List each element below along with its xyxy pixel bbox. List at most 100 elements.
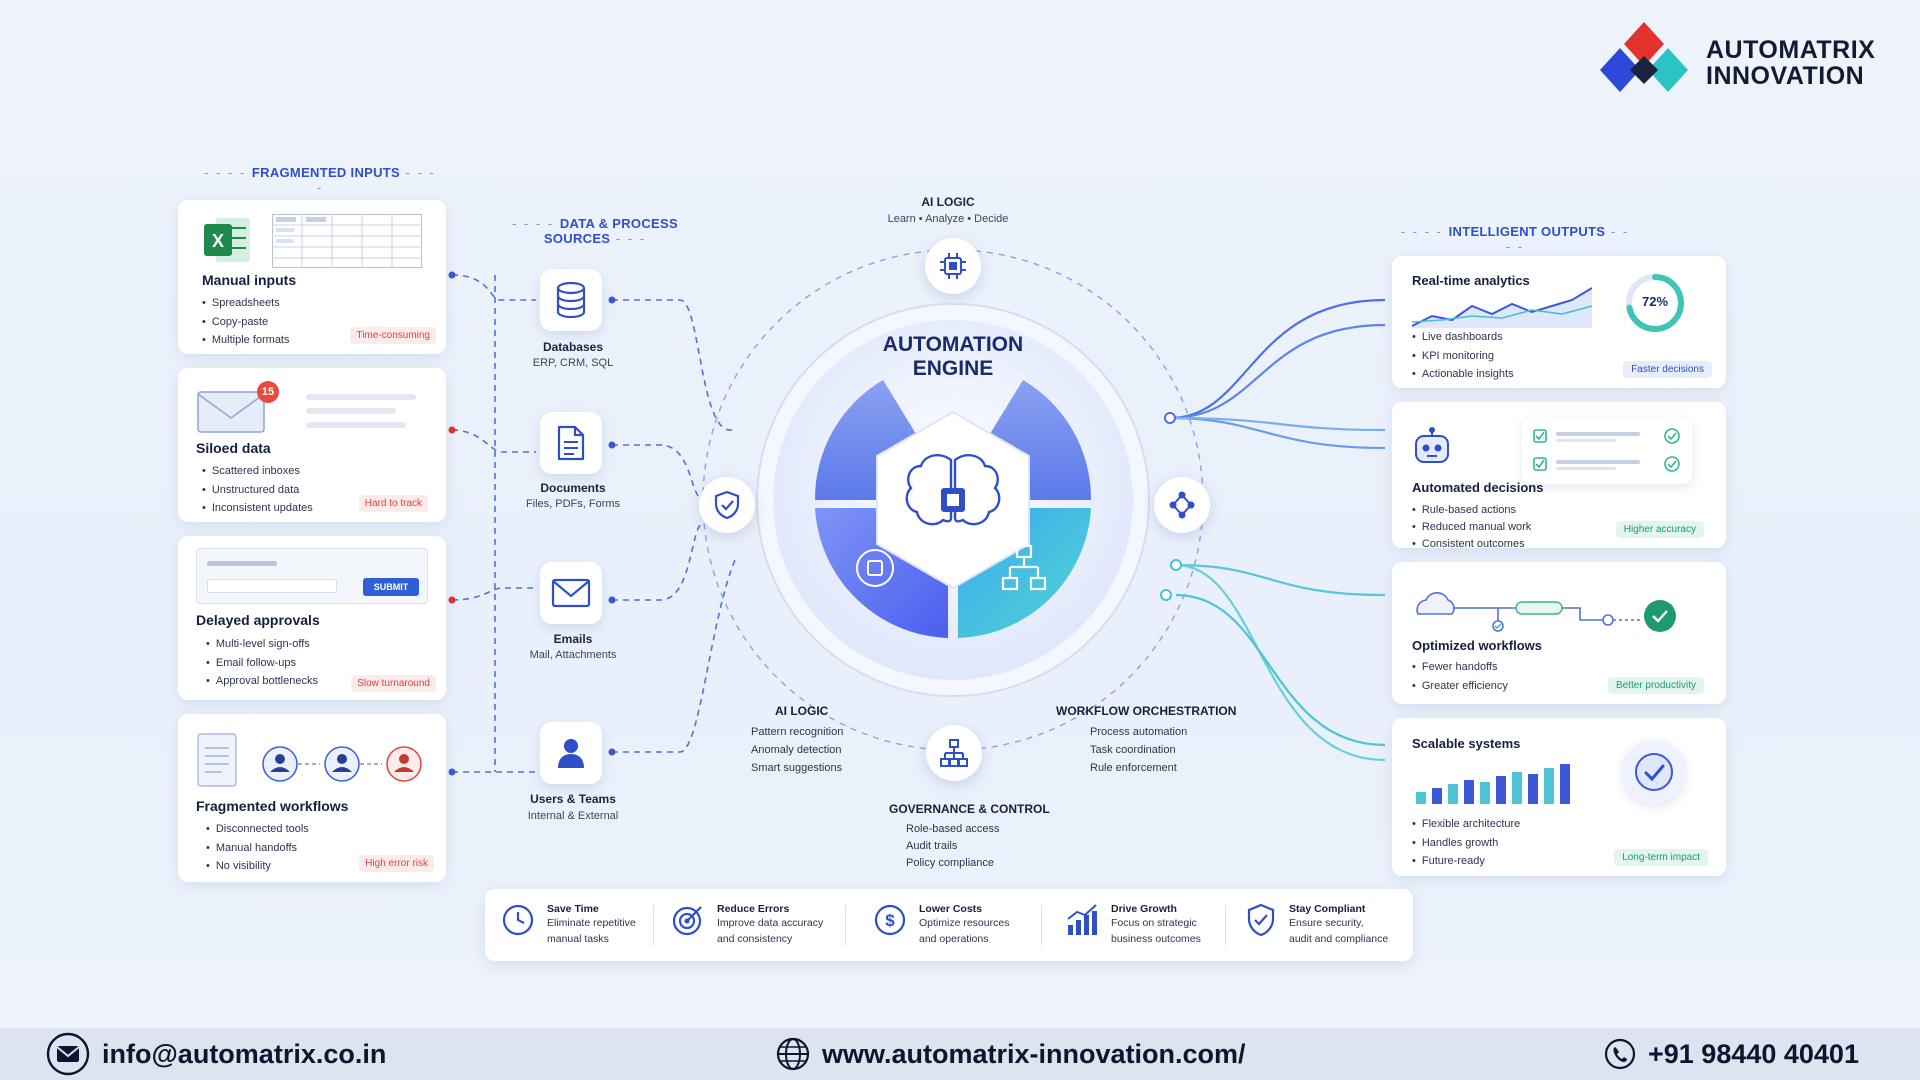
status-badge: High error risk bbox=[359, 855, 434, 872]
logo-mark-icon bbox=[1600, 22, 1688, 92]
source-title: Documents bbox=[540, 481, 606, 495]
shield-check-icon bbox=[714, 490, 740, 520]
list-item: Scattered inboxes bbox=[202, 462, 313, 481]
document-icon bbox=[197, 733, 237, 787]
source-subtitle: Mail, Attachments bbox=[529, 649, 617, 661]
list-item: Approval bottlenecks bbox=[206, 672, 318, 691]
list-item: Greater efficiency bbox=[1412, 677, 1508, 696]
kpi-donut-value: 72% bbox=[1641, 294, 1669, 309]
section-label-data-sources: - - - - DATA & PROCESS SOURCES - - - bbox=[512, 216, 678, 246]
phone-link[interactable]: +91 98440 40401 bbox=[1648, 1038, 1859, 1069]
ai-chip-node bbox=[925, 238, 981, 294]
input-card-list: Disconnected tools Manual handoffs No vi… bbox=[206, 820, 309, 876]
status-badge: Hard to track bbox=[358, 495, 428, 512]
list-item: Unstructured data bbox=[202, 481, 313, 500]
list-item: Role-based access bbox=[906, 823, 1000, 835]
engine-top-subtitle: Learn • Analyze • Decide bbox=[887, 213, 1009, 225]
benefit-desc: Ensure security, bbox=[1289, 917, 1364, 929]
connector-lines bbox=[448, 249, 1386, 776]
list-item: Multi-level sign-offs bbox=[206, 635, 318, 654]
benefit-title: Stay Compliant bbox=[1289, 903, 1366, 915]
output-card-scalable-systems: Scalable systems Flexible architecture H… bbox=[1392, 718, 1726, 876]
benefit-desc: business outcomes bbox=[1111, 933, 1201, 945]
list-item: Actionable insights bbox=[1412, 365, 1514, 384]
input-card-list: Multi-level sign-offs Email follow-ups A… bbox=[206, 635, 318, 691]
checklist-panel bbox=[1522, 418, 1692, 484]
list-item: Multiple formats bbox=[202, 331, 290, 350]
input-card-title: Fragmented workflows bbox=[196, 798, 349, 814]
list-item: Fewer handoffs bbox=[1412, 658, 1508, 677]
placeholder-lines bbox=[306, 394, 426, 428]
source-subtitle: ERP, CRM, SQL bbox=[532, 357, 614, 369]
form-mockup: SUBMIT bbox=[196, 548, 428, 604]
input-card-list: Scattered inboxes Unstructured data Inco… bbox=[202, 462, 313, 518]
divider bbox=[1041, 905, 1042, 945]
output-card-list: Live dashboards KPI monitoring Actionabl… bbox=[1412, 328, 1514, 384]
output-card-list: Fewer handoffs Greater efficiency bbox=[1412, 658, 1508, 695]
list-item: Flexible architecture bbox=[1412, 815, 1520, 834]
mail-icon bbox=[46, 1032, 90, 1076]
workflow-caption-title: WORKFLOW ORCHESTRATION bbox=[1056, 704, 1237, 718]
list-item: Handles growth bbox=[1412, 834, 1520, 853]
engine-top-title: AI LOGIC bbox=[921, 195, 975, 209]
spreadsheet-grid-icon bbox=[272, 214, 422, 268]
list-item: Manual handoffs bbox=[206, 839, 309, 858]
workflow-caption-list: Process automation Task coordination Rul… bbox=[1090, 723, 1187, 777]
svg-text:X: X bbox=[212, 231, 224, 251]
footer-email[interactable]: info@automatrix.co.in bbox=[46, 1032, 386, 1076]
source-subtitle: Internal & External bbox=[527, 810, 619, 822]
section-label-fragmented-inputs: - - - - FRAGMENTED INPUTS - - - - bbox=[204, 165, 436, 195]
divider bbox=[845, 905, 846, 945]
list-item: Pattern recognition bbox=[751, 726, 844, 738]
input-card-fragmented-workflows: Fragmented workflows Disconnected tools … bbox=[178, 714, 446, 882]
source-title: Databases bbox=[542, 340, 604, 354]
source-documents bbox=[540, 412, 602, 474]
benefit-desc: Improve data accuracy bbox=[717, 917, 824, 929]
source-emails bbox=[540, 562, 602, 624]
brain-chip-icon bbox=[905, 454, 1001, 526]
list-item: Disconnected tools bbox=[206, 820, 309, 839]
output-card-list: Rule-based actions Reduced manual work C… bbox=[1412, 502, 1531, 553]
source-title: Emails bbox=[553, 632, 593, 646]
workflow-pipeline-icon bbox=[1416, 592, 1676, 632]
source-users-teams bbox=[540, 722, 602, 784]
shield-node bbox=[699, 477, 755, 533]
footer-website[interactable]: www.automatrix-innovation.com/ bbox=[776, 1037, 1246, 1071]
user-icon bbox=[558, 739, 584, 768]
shield-check-icon bbox=[1247, 903, 1275, 937]
benefit-title: Save Time bbox=[547, 903, 599, 915]
benefit-title: Lower Costs bbox=[919, 903, 983, 915]
excel-icon: X bbox=[204, 218, 250, 262]
kpi-donut-chart bbox=[1626, 274, 1684, 332]
output-card-list: Flexible architecture Handles growth Fut… bbox=[1412, 815, 1520, 871]
benefit-title: Drive Growth bbox=[1111, 903, 1177, 915]
list-item: Reduced manual work bbox=[1412, 519, 1531, 536]
list-item: Email follow-ups bbox=[206, 654, 318, 673]
benefit-desc: Optimize resources bbox=[919, 917, 1010, 929]
database-icon bbox=[556, 282, 586, 318]
brand-logo: AUTOMATRIX INNOVATION bbox=[1592, 20, 1882, 100]
email-link[interactable]: info@automatrix.co.in bbox=[102, 1038, 387, 1069]
growth-chart-icon bbox=[1067, 904, 1097, 935]
input-card-title: Manual inputs bbox=[202, 272, 297, 288]
website-link[interactable]: www.automatrix-innovation.com/ bbox=[822, 1038, 1246, 1069]
svg-text:$: $ bbox=[885, 911, 895, 930]
engine-title-line1: AUTOMATION bbox=[882, 333, 1024, 356]
network-node bbox=[1154, 477, 1210, 533]
status-badge: Slow turnaround bbox=[351, 675, 436, 692]
submit-button: SUBMIT bbox=[363, 578, 419, 596]
status-badge: Better productivity bbox=[1607, 677, 1704, 694]
check-circle-icon bbox=[1635, 753, 1673, 791]
list-item: No visibility bbox=[206, 857, 309, 876]
clock-icon bbox=[502, 904, 534, 936]
footer-phone[interactable]: +91 98440 40401 bbox=[1604, 1038, 1859, 1070]
brand-name-line1: AUTOMATRIX bbox=[1706, 36, 1876, 64]
globe-icon bbox=[776, 1037, 810, 1071]
list-item: Rule-based actions bbox=[1412, 502, 1531, 519]
output-card-title: Optimized workflows bbox=[1412, 638, 1543, 653]
input-card-manual-inputs: X Manual inputs Spreadsheets Copy-paste … bbox=[178, 200, 446, 354]
scale-check-badge bbox=[1622, 740, 1686, 804]
target-icon bbox=[672, 906, 702, 936]
